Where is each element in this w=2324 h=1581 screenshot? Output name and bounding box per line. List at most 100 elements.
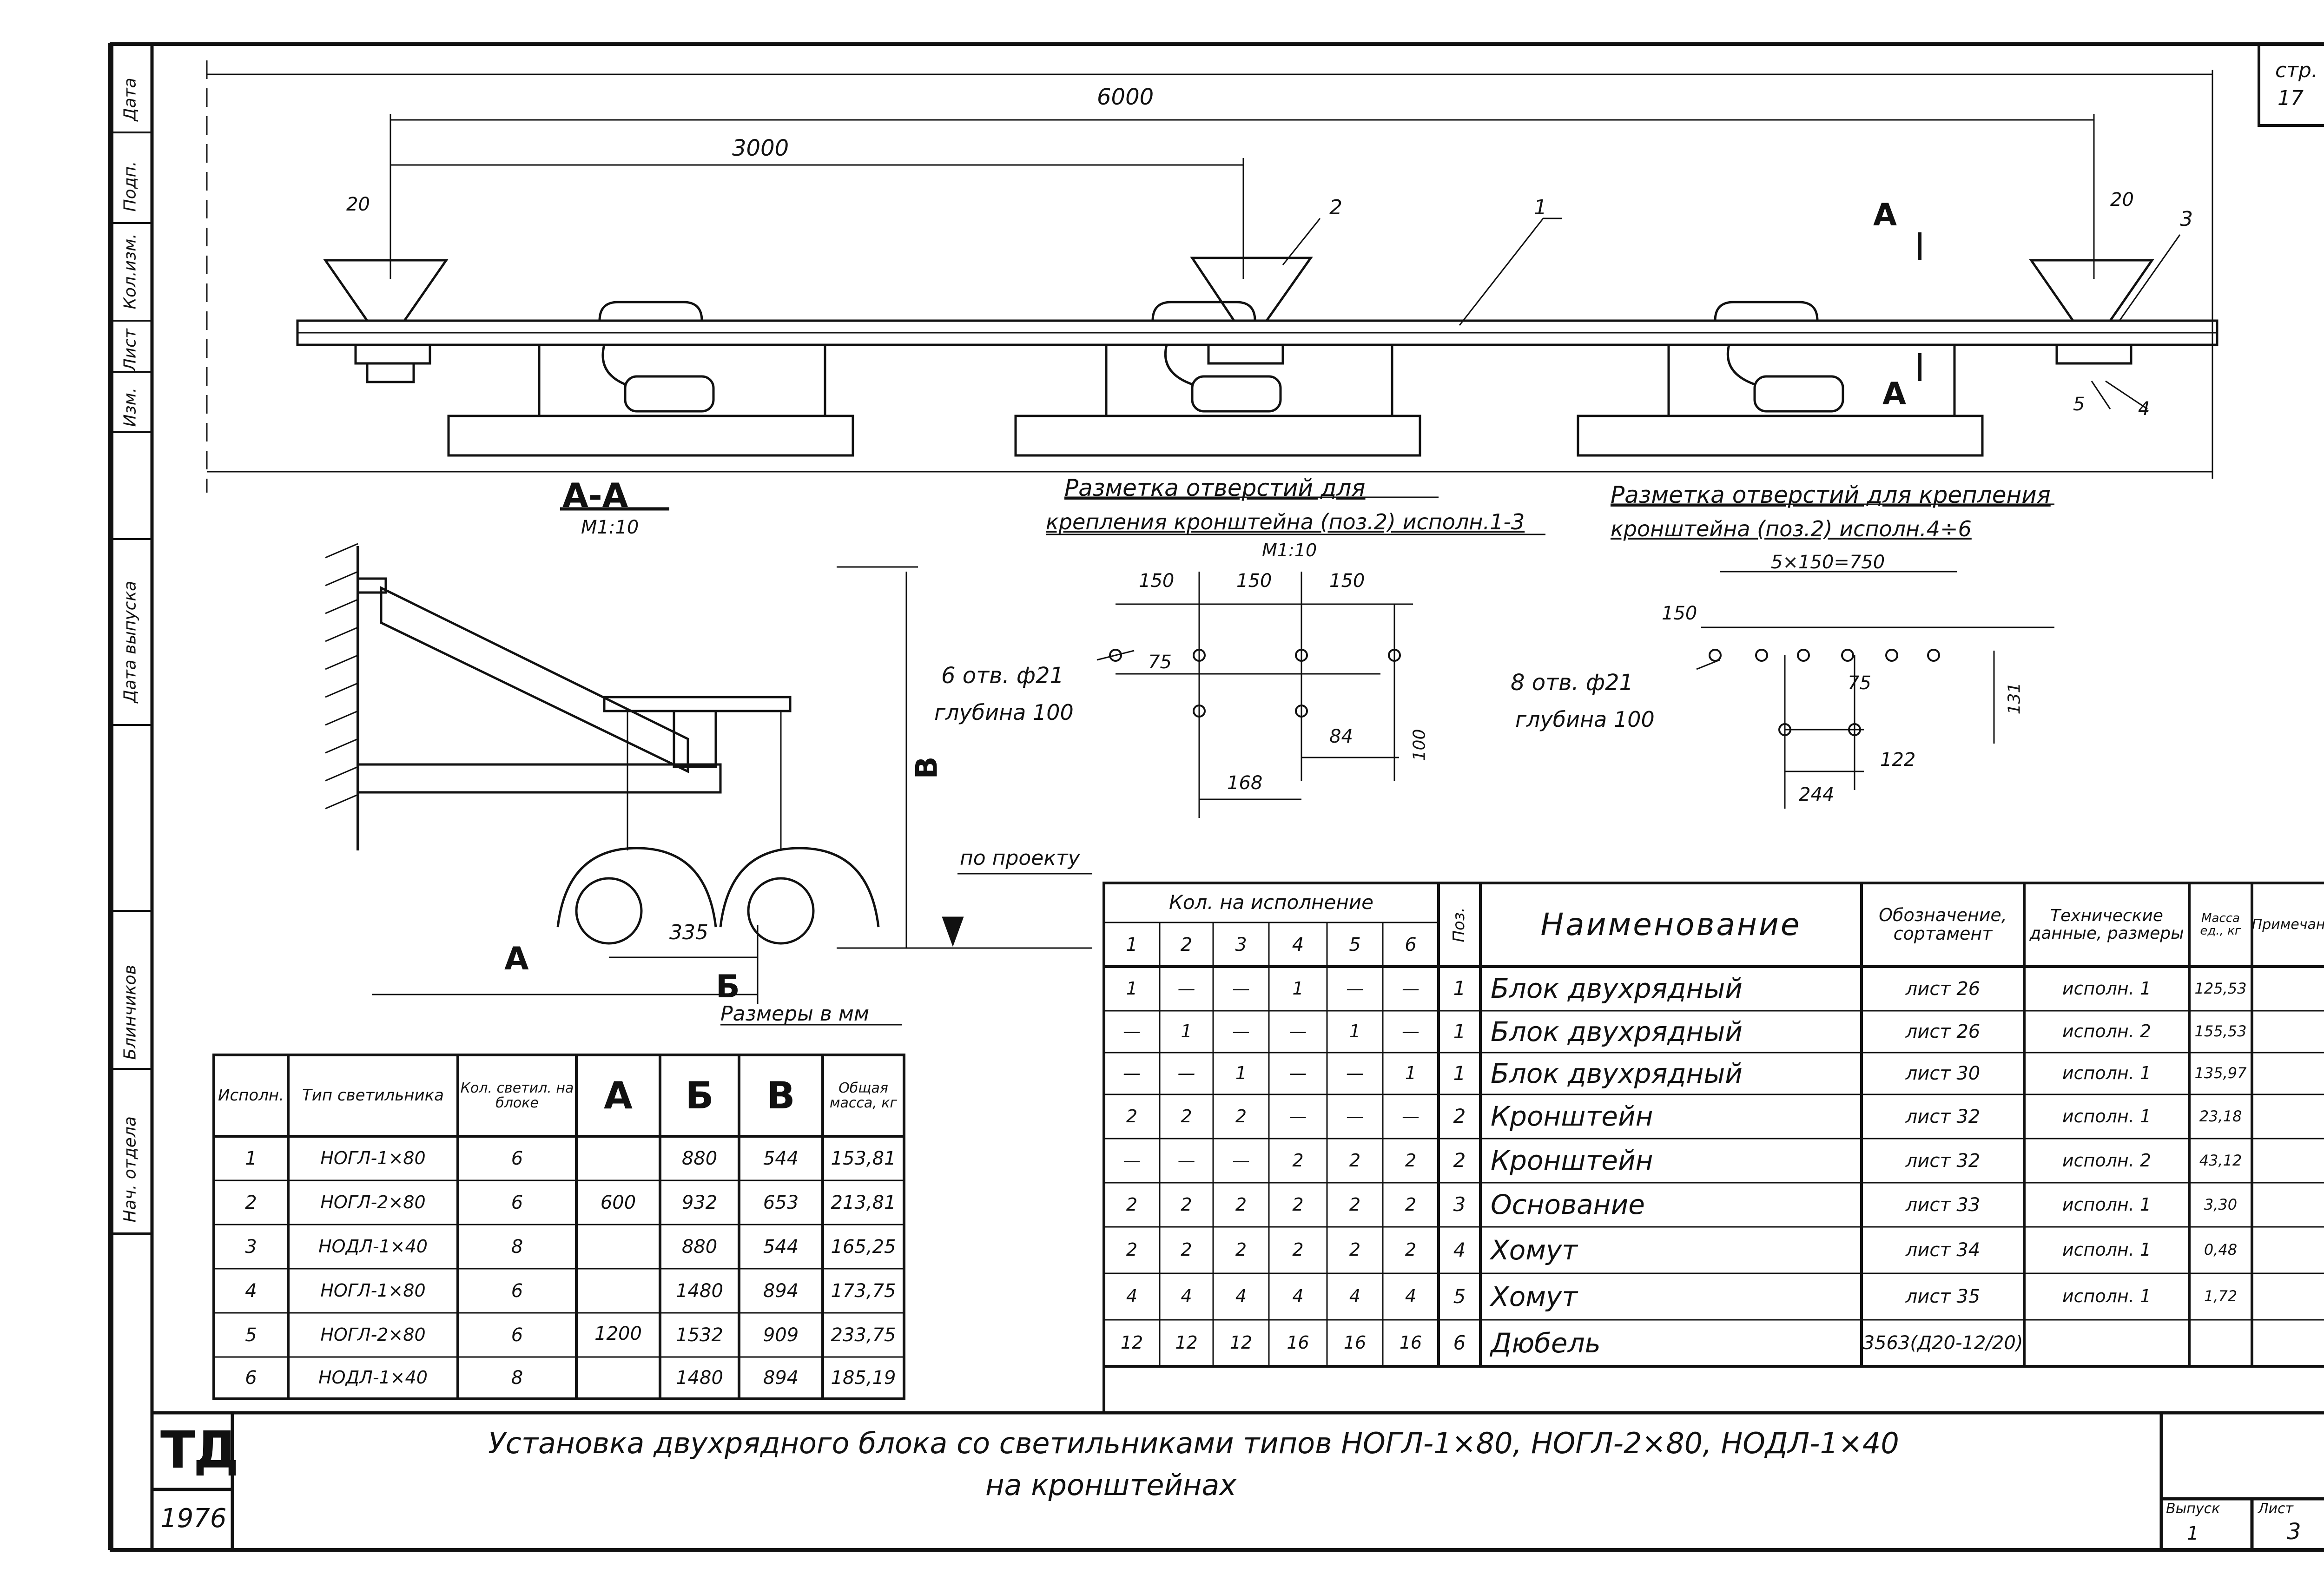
stamp-author: Блинчиков xyxy=(120,965,140,1060)
qty-cell: 4 xyxy=(1349,1286,1361,1307)
pos-cell: 3 xyxy=(1453,1193,1466,1216)
execution-table-cell: 3 xyxy=(245,1236,257,1258)
holes2-dim-total: 5×150=750 xyxy=(1771,552,1885,573)
name-cell: Кронштейн xyxy=(1491,1145,1653,1177)
qty-cell: 1 xyxy=(1405,1063,1417,1084)
execution-table-cell: 894 xyxy=(763,1280,799,1302)
col-header-v: В xyxy=(766,1074,795,1117)
drawing-title-line2: на кронштейнах xyxy=(985,1468,1237,1502)
holes1-dim-150-a: 150 xyxy=(1139,570,1175,592)
qty-cell: 12 xyxy=(1175,1332,1198,1353)
tech-cell: исполн. 2 xyxy=(2062,1150,2152,1171)
section-scale: М1:10 xyxy=(581,517,639,538)
designation-cell: лист 33 xyxy=(1905,1194,1981,1216)
holes1-scale: М1:10 xyxy=(1262,540,1317,560)
qty-col-header: 6 xyxy=(1405,934,1417,955)
name-cell: Кронштейн xyxy=(1491,1100,1653,1133)
section-dim-b: Б xyxy=(716,968,740,1005)
dim-20-left: 20 xyxy=(346,194,370,215)
execution-table-cell: 544 xyxy=(763,1236,799,1258)
dim-335: 335 xyxy=(669,921,708,944)
holes2-note-holes: 8 отв. ф21 xyxy=(1511,670,1634,696)
execution-table-cell: 6 xyxy=(511,1192,523,1213)
holes1-dim-84: 84 xyxy=(1329,726,1353,747)
pos-cell: 2 xyxy=(1453,1105,1466,1128)
name-cell: Дюбель xyxy=(1491,1327,1601,1359)
tech-cell: исполн. 1 xyxy=(2062,1194,2152,1215)
execution-table-cell: 233,75 xyxy=(831,1324,896,1346)
execution-table-cell: 8 xyxy=(511,1367,523,1389)
col-header-execution: Исполн. xyxy=(218,1086,284,1105)
holes2-title-line2: кронштейна (поз.2) исполн.4÷6 xyxy=(1611,516,1972,541)
name-cell: Основание xyxy=(1491,1189,1645,1221)
name-cell: Блок двухрядный xyxy=(1491,1015,1743,1047)
qty-cell: 2 xyxy=(1181,1194,1192,1215)
mass-cell: 125,53 xyxy=(2194,979,2247,997)
execution-table-cell-a: 1200 xyxy=(594,1323,642,1344)
col-header-lamp-type: Тип светильника xyxy=(302,1086,444,1105)
qty-cell: — xyxy=(1177,1063,1195,1084)
qty-col-header: 1 xyxy=(1126,934,1138,955)
tech-cell: исполн. 2 xyxy=(2062,1021,2152,1042)
qty-cell: 1 xyxy=(1349,1021,1361,1042)
qty-header: Кол. на исполнение xyxy=(1169,891,1373,914)
stamp-sheet: Лист xyxy=(120,329,140,371)
qty-cell: — xyxy=(1232,1150,1250,1171)
qty-cell: 16 xyxy=(1287,1332,1309,1353)
qty-col-header: 3 xyxy=(1235,934,1247,955)
qty-cell: — xyxy=(1289,1106,1307,1126)
col-header-b: Б xyxy=(685,1074,714,1117)
qty-cell: 1 xyxy=(1235,1063,1247,1084)
qty-cell: — xyxy=(1123,1021,1141,1042)
stamp-issue-date: Дата выпуска xyxy=(120,580,140,703)
tech-cell: исполн. 1 xyxy=(2062,1286,2152,1307)
qty-cell: — xyxy=(1402,978,1419,999)
pos-3-label: 3 xyxy=(2180,207,2193,231)
page-number: 17 xyxy=(2278,86,2304,110)
designation-cell: 3563(Д20-12/20) xyxy=(1862,1332,2023,1354)
holes2-dim-75: 75 xyxy=(1848,672,1871,694)
execution-table-cell: 6 xyxy=(511,1280,523,1302)
execution-table-cell: 544 xyxy=(763,1147,799,1169)
dim-3000: 3000 xyxy=(732,135,789,161)
section-mark-top: А xyxy=(1873,197,1897,233)
tech-cell: исполн. 1 xyxy=(2062,1063,2152,1084)
qty-cell: 2 xyxy=(1126,1239,1138,1260)
tech-header: Технические данные, размеры xyxy=(2029,906,2184,943)
organization-logo: ТД xyxy=(160,1420,239,1480)
execution-table-cell: 1532 xyxy=(676,1324,723,1346)
mass-cell: 0,48 xyxy=(2204,1241,2238,1259)
qty-cell: 4 xyxy=(1126,1286,1138,1307)
qty-cell: 2 xyxy=(1405,1239,1417,1260)
mass-cell: 23,18 xyxy=(2199,1107,2242,1125)
qty-cell: 1 xyxy=(1292,978,1304,999)
execution-table-cell: НОГЛ-2×80 xyxy=(320,1324,426,1345)
qty-cell: — xyxy=(1232,978,1250,999)
tech-cell xyxy=(2024,1320,2189,1366)
tech-cell: исполн. 1 xyxy=(2062,978,2152,999)
pos-cell: 4 xyxy=(1453,1238,1466,1261)
holes1-note-depth: глубина 100 xyxy=(934,700,1074,725)
qty-cell: 2 xyxy=(1292,1194,1304,1215)
holes1-title-line1: Разметка отверстий для xyxy=(1064,474,1366,501)
execution-table-cell: 165,25 xyxy=(831,1236,896,1258)
execution-table-cell: НОГЛ-1×80 xyxy=(320,1147,426,1168)
qty-cell: 16 xyxy=(1399,1332,1422,1353)
execution-table-cell: 213,81 xyxy=(831,1192,896,1213)
holes1-title-line2: крепления кронштейна (поз.2) исполн.1-3 xyxy=(1046,509,1525,534)
section-dim-a: А xyxy=(504,941,529,977)
mass-header: Масса ед., кг xyxy=(2200,911,2241,938)
execution-table-cell: НОГЛ-2×80 xyxy=(320,1192,426,1212)
qty-cell: 2 xyxy=(1181,1239,1192,1260)
mass-cell: 135,97 xyxy=(2194,1064,2247,1082)
execution-table-cell: 653 xyxy=(763,1192,799,1213)
qty-cell: 2 xyxy=(1126,1194,1138,1215)
qty-cell: 1 xyxy=(1181,1021,1192,1042)
pos-cell: 1 xyxy=(1453,1061,1466,1085)
holes2-title-line1: Разметка отверстий для крепления xyxy=(1611,481,2051,508)
qty-cell: 2 xyxy=(1405,1194,1417,1215)
qty-cell: — xyxy=(1289,1021,1307,1042)
qty-cell: — xyxy=(1123,1063,1141,1084)
holes1-dim-150-c: 150 xyxy=(1329,570,1365,592)
